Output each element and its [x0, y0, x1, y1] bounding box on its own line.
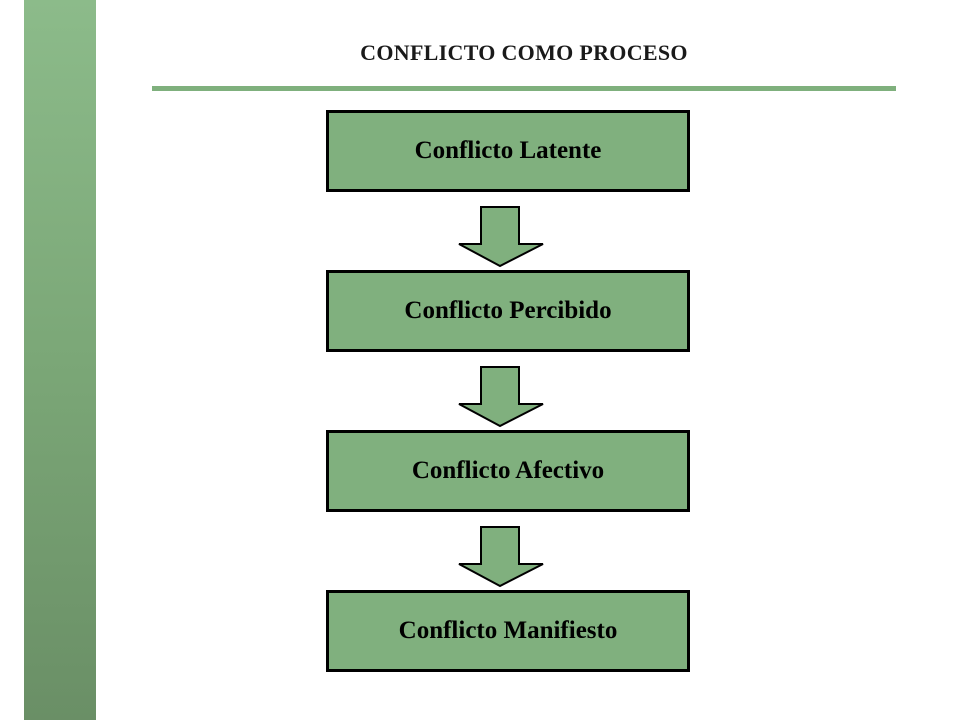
sidebar-decoration — [24, 0, 96, 720]
down-arrow-icon — [458, 526, 544, 588]
stage-box-latente: Conflicto Latente — [326, 110, 690, 192]
down-arrow-icon — [458, 206, 544, 268]
stage-box-manifiesto: Conflicto Manifiesto — [326, 590, 690, 672]
down-arrow-icon — [458, 366, 544, 428]
stage-box-afectivo: Conflicto Afectivo — [326, 430, 690, 512]
title-underline — [152, 86, 896, 91]
slide-title: CONFLICTO COMO PROCESO — [360, 40, 688, 65]
stage-box-percibido: Conflicto Percibido — [326, 270, 690, 352]
